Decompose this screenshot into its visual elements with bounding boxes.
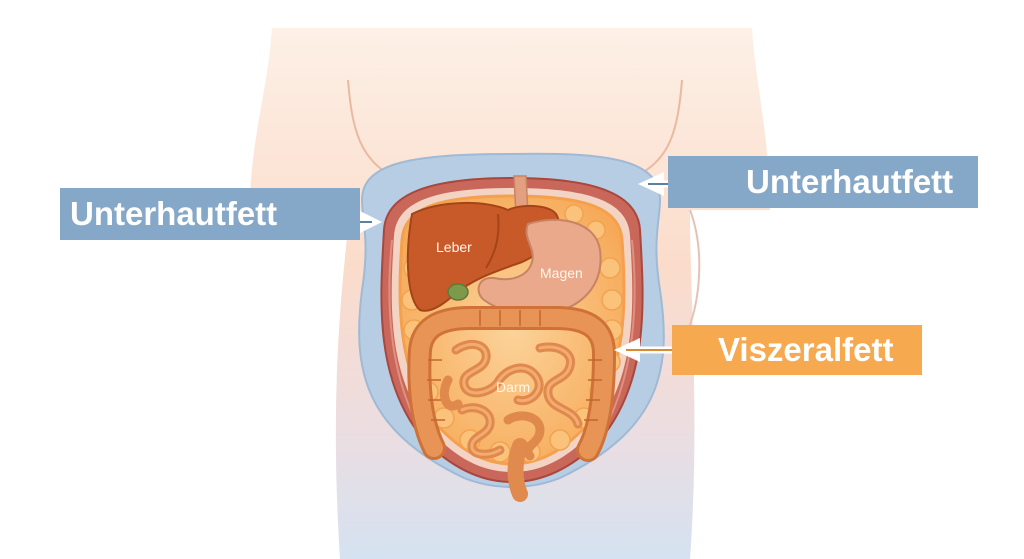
gallbladder-organ (447, 283, 469, 301)
liver-organ (406, 201, 560, 312)
intestine-label: Darm (496, 379, 530, 395)
stomach-label: Magen (540, 265, 583, 281)
subcutaneous-fat-callout-left: Unterhautfett (60, 188, 360, 240)
subcutaneous-fat-label-right: Unterhautfett (746, 163, 954, 200)
visceral-fat-callout: Viszeralfett (672, 325, 922, 375)
subcutaneous-fat-label-left: Unterhautfett (70, 195, 278, 232)
chest-contour-right (635, 79, 683, 177)
stomach-organ (477, 218, 602, 316)
haustra-marks (427, 310, 602, 421)
large-intestine-fill (410, 309, 614, 459)
subcutaneous-fat-callout-right: Unterhautfett (668, 156, 978, 208)
small-intestine-highlight (454, 342, 580, 456)
visceral-fat-label: Viszeralfett (718, 331, 894, 368)
rectum (507, 438, 528, 502)
waist-contour-right (687, 209, 701, 331)
muscle-striation-left (388, 239, 421, 431)
muscle-striation-right (603, 239, 636, 431)
liver-label: Leber (436, 239, 472, 255)
liver-lobe-divide (485, 213, 500, 269)
